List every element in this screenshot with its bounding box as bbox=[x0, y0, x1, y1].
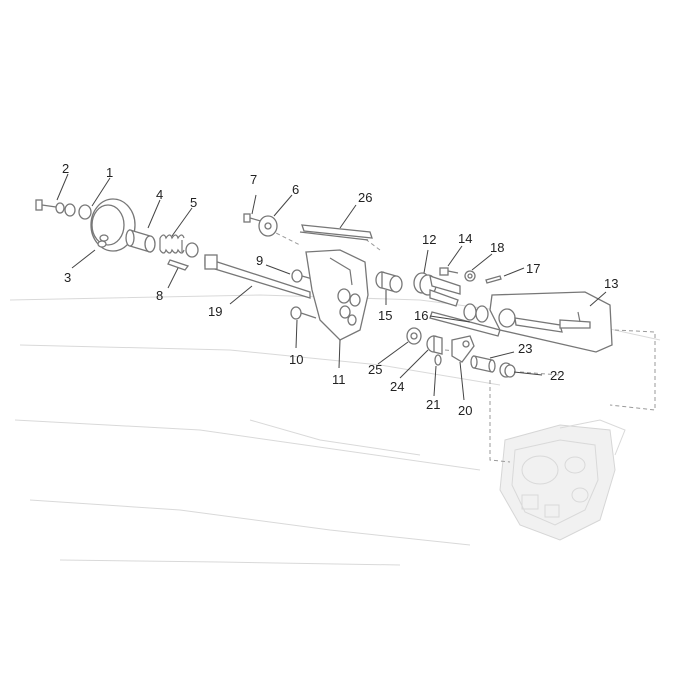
part-2-bolt bbox=[35, 199, 57, 211]
part-15-bushing bbox=[375, 271, 403, 293]
callout-9: 9 bbox=[256, 253, 263, 268]
leader-lines bbox=[56, 173, 607, 401]
part-5-spring bbox=[159, 234, 185, 254]
part-17-pin bbox=[485, 275, 502, 284]
callout-labels: 1 2 3 4 5 6 7 8 9 10 11 12 13 14 15 16 1… bbox=[62, 161, 618, 418]
callout-4: 4 bbox=[156, 187, 163, 202]
callout-24: 24 bbox=[390, 379, 404, 394]
part-8-clip bbox=[167, 259, 190, 271]
callout-21: 21 bbox=[426, 397, 440, 412]
part-24-bushing bbox=[426, 335, 443, 355]
callout-20: 20 bbox=[458, 403, 472, 418]
part-9-screw bbox=[291, 269, 317, 283]
part-6-washer bbox=[258, 215, 278, 237]
part-18-nut bbox=[464, 270, 476, 282]
callout-23: 23 bbox=[518, 341, 532, 356]
part-23-sleeve bbox=[470, 355, 496, 373]
callout-26: 26 bbox=[358, 190, 372, 205]
part-26-spring-plate bbox=[299, 224, 373, 241]
part-14-bolt bbox=[439, 267, 459, 276]
part-25-washer bbox=[406, 327, 422, 345]
part-12-fork bbox=[413, 272, 461, 307]
callout-5: 5 bbox=[190, 195, 197, 210]
callout-16: 16 bbox=[414, 308, 428, 323]
callout-22: 22 bbox=[550, 368, 564, 383]
callout-13: 13 bbox=[604, 276, 618, 291]
callout-2: 2 bbox=[62, 161, 69, 176]
callout-10: 10 bbox=[289, 352, 303, 367]
part-11-bracket bbox=[305, 249, 369, 341]
callout-12: 12 bbox=[422, 232, 436, 247]
callout-25: 25 bbox=[368, 362, 382, 377]
callout-15: 15 bbox=[378, 308, 392, 323]
callout-11: 11 bbox=[332, 372, 346, 387]
alignment-lines bbox=[269, 229, 656, 463]
engine-block-ghost bbox=[499, 419, 626, 541]
callout-17: 17 bbox=[526, 261, 540, 276]
part-16-shaft bbox=[429, 303, 501, 337]
part-4-bushing bbox=[125, 229, 156, 253]
callout-3: 3 bbox=[64, 270, 71, 285]
part-22-cap bbox=[499, 362, 516, 378]
part-19-shaft bbox=[185, 242, 311, 299]
callout-14: 14 bbox=[458, 231, 472, 246]
part-13-cover-plate bbox=[489, 291, 613, 353]
part-20-lever bbox=[451, 335, 475, 363]
part-1-pulley-disc bbox=[78, 198, 136, 252]
callout-19: 19 bbox=[208, 304, 222, 319]
callout-8: 8 bbox=[156, 288, 163, 303]
callout-1: 1 bbox=[106, 165, 113, 180]
part-21-pin bbox=[434, 354, 442, 366]
callout-18: 18 bbox=[490, 240, 504, 255]
part-washer-small bbox=[55, 202, 76, 217]
part-10-screw bbox=[290, 306, 317, 320]
callout-6: 6 bbox=[292, 182, 299, 197]
callout-7: 7 bbox=[250, 172, 257, 187]
